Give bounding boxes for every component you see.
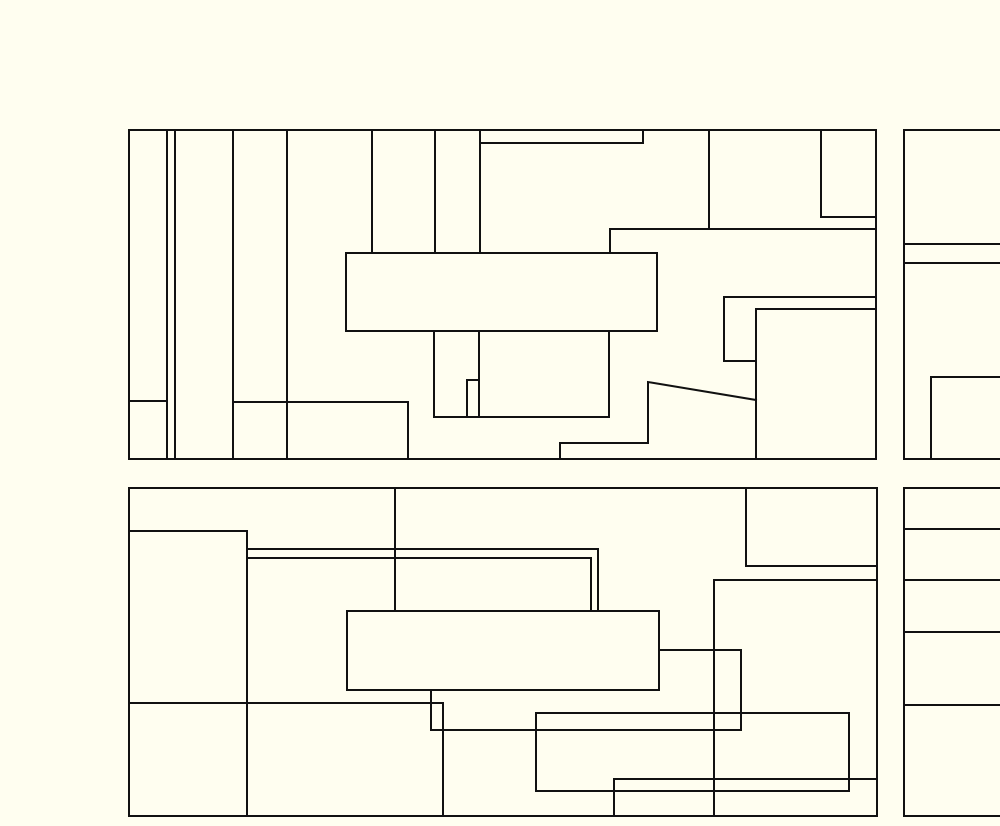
double-bracket: [246, 548, 599, 612]
panel-frame: [128, 487, 878, 817]
slanted-stair: [559, 380, 758, 460]
lower-left-blocks: [128, 400, 409, 460]
right-steps: [723, 296, 877, 460]
panel-frame: [903, 129, 1000, 460]
top-right-panel: [903, 129, 1000, 460]
panel-frame: [903, 487, 1000, 817]
under-block: [433, 330, 610, 418]
bottom-right-panel: [903, 487, 1000, 817]
central-block: [345, 252, 658, 332]
horizontal-lines: [903, 528, 1000, 706]
vertical-strips: [166, 129, 288, 460]
bottom-left-panel: [128, 487, 878, 817]
top-left-panel: [128, 129, 877, 460]
left-blocks: [128, 530, 444, 817]
step-line: [609, 228, 877, 254]
right-verticals: [708, 129, 877, 230]
upper-verticals: [371, 129, 481, 254]
lower-rect: [535, 712, 850, 792]
bottom-step: [613, 778, 878, 817]
horizontal-lines: [903, 243, 1000, 460]
top-notch: [479, 129, 644, 144]
right-blocks: [713, 487, 878, 817]
panel-frame: [128, 129, 877, 460]
